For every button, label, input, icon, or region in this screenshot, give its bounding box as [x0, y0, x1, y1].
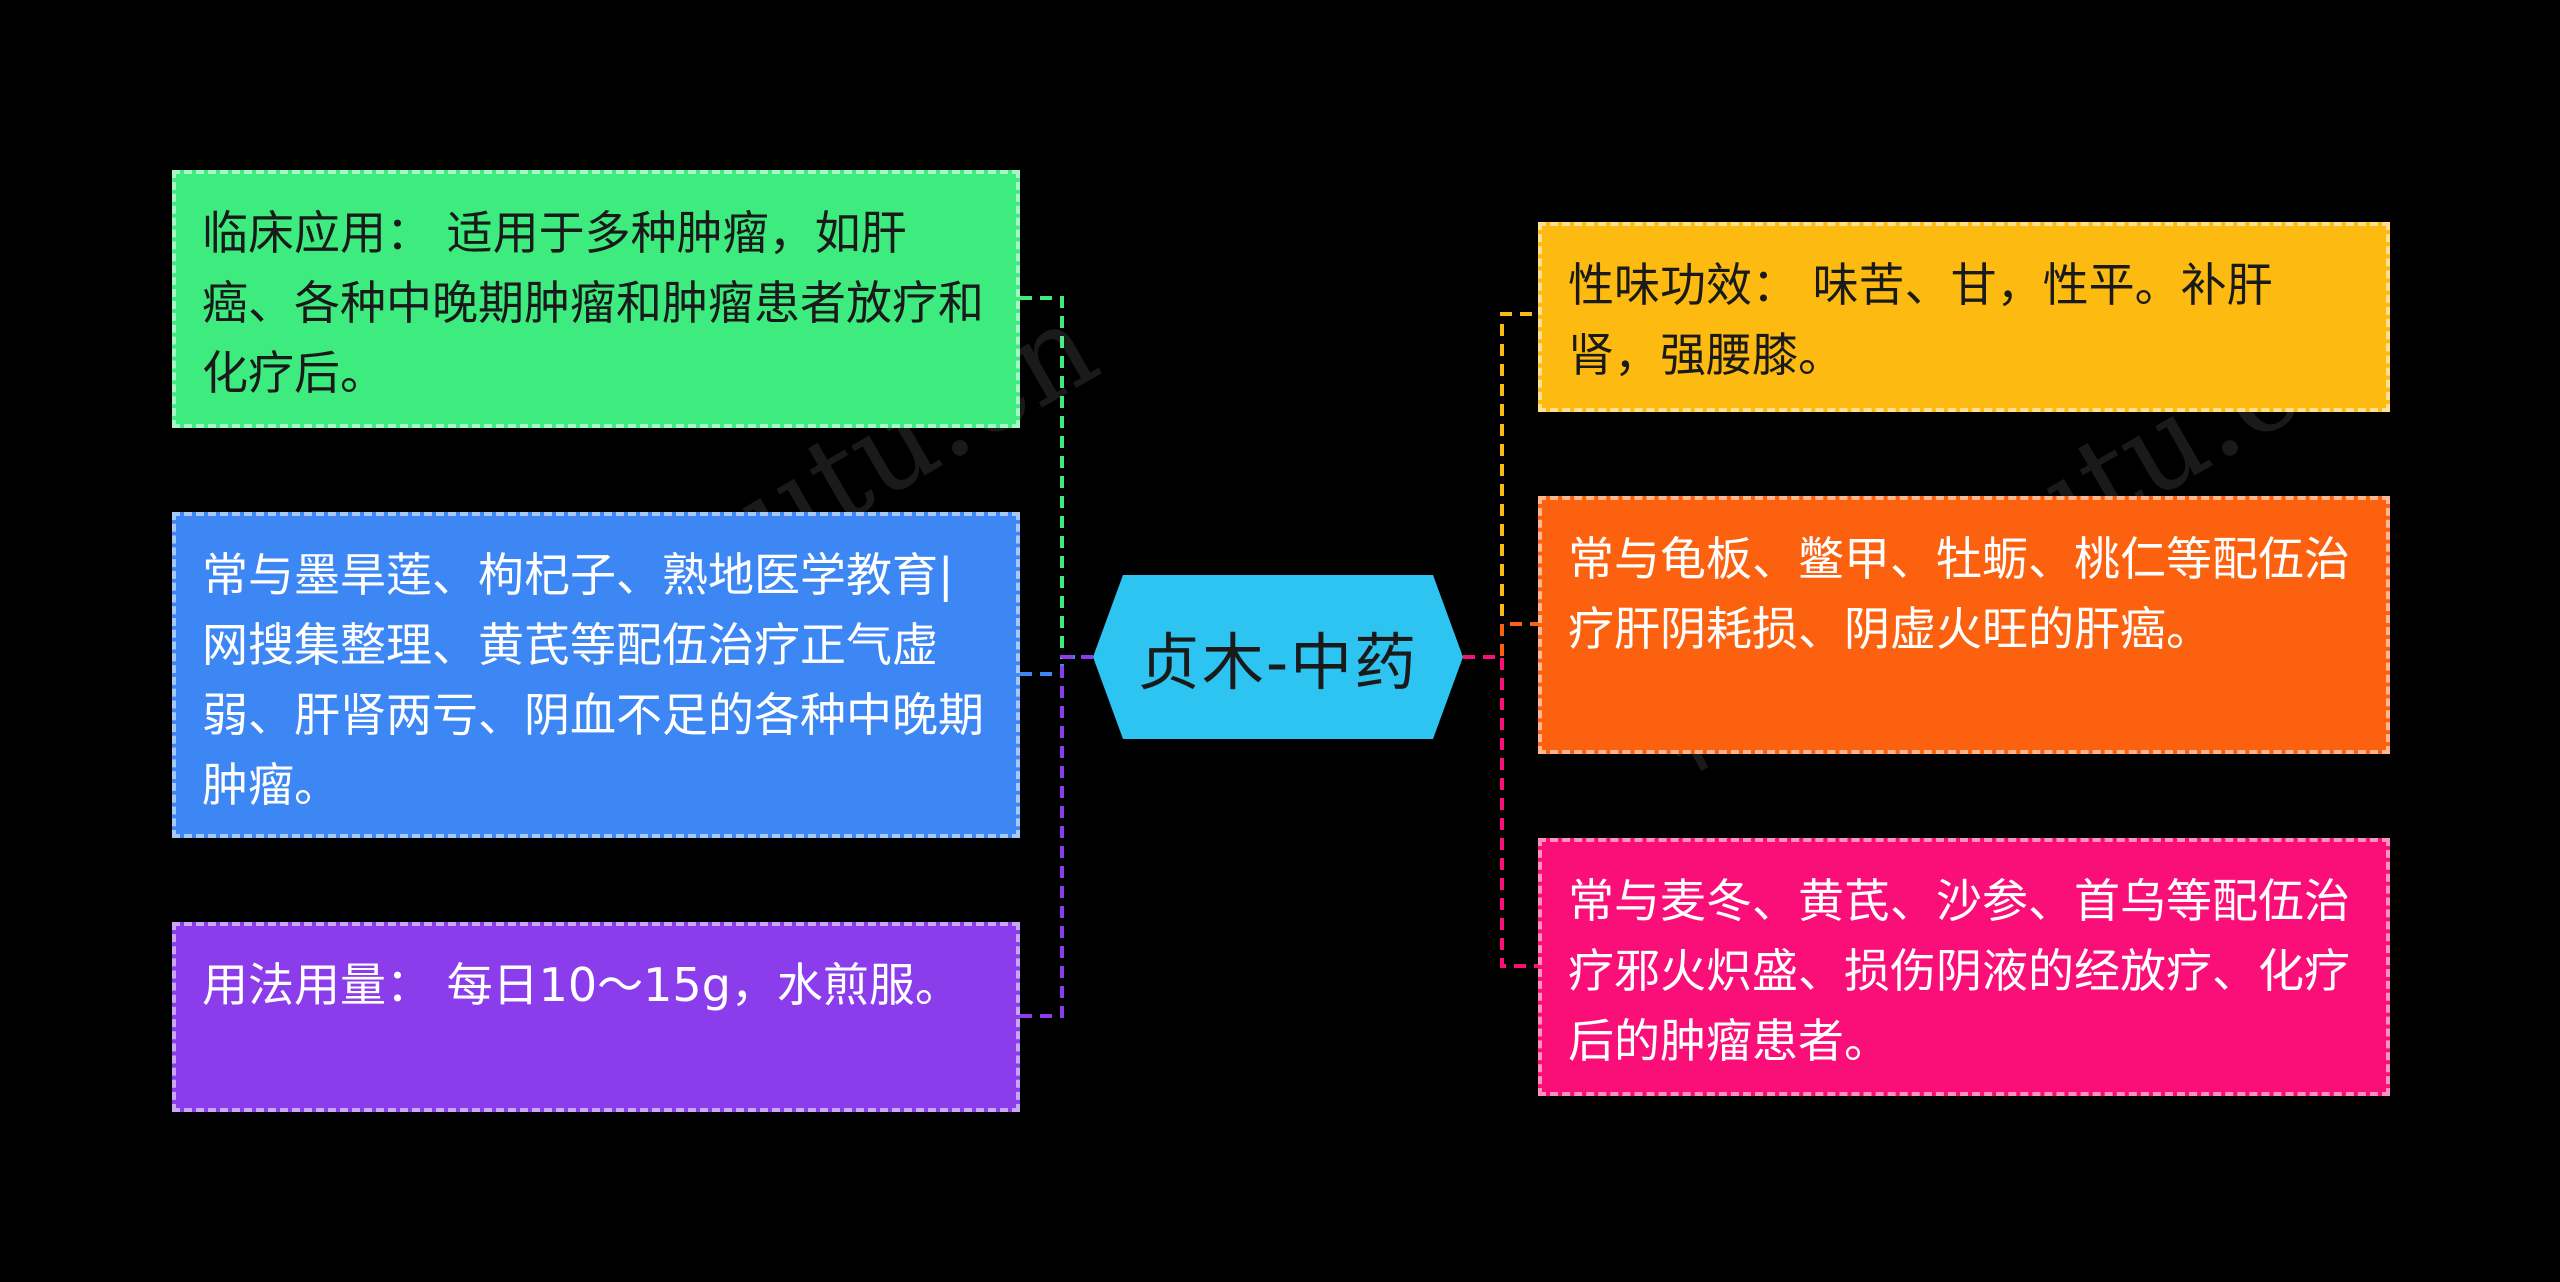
- root-label: 贞木-中药: [1137, 626, 1419, 699]
- root-hexagon: [1093, 575, 1463, 739]
- connector-right-2: [1463, 655, 1538, 968]
- connector-left-0: [1020, 296, 1093, 659]
- connector-right-0: [1463, 312, 1538, 659]
- connector-left-2: [1020, 655, 1093, 1018]
- left-node-dosage[interactable]: 用法用量： 每日10～15g，水煎服。: [172, 922, 1020, 1112]
- root-node[interactable]: 贞木-中药: [1093, 575, 1463, 739]
- left-node-combination-tumor[interactable]: 常与墨旱莲、枸杞子、熟地医学教育|网搜集整理、黄芪等配伍治疗正气虚弱、肝肾两亏、…: [172, 512, 1020, 838]
- connector-left-1: [1020, 655, 1093, 676]
- right-node-properties[interactable]: 性味功效： 味苦、甘，性平。补肝肾，强腰膝。: [1538, 222, 2390, 412]
- right-node-liver-cancer[interactable]: 常与龟板、鳖甲、牡蛎、桃仁等配伍治疗肝阴耗损、阴虚火旺的肝癌。: [1538, 496, 2390, 754]
- right-node-post-therapy[interactable]: 常与麦冬、黄芪、沙参、首乌等配伍治疗邪火炽盛、损伤阴液的经放疗、化疗后的肿瘤患者…: [1538, 838, 2390, 1096]
- left-node-clinical-use[interactable]: 临床应用： 适用于多种肿瘤，如肝癌、各种中晚期肿瘤和肿瘤患者放疗和化疗后。: [172, 170, 1020, 428]
- connector-right-1: [1463, 622, 1538, 659]
